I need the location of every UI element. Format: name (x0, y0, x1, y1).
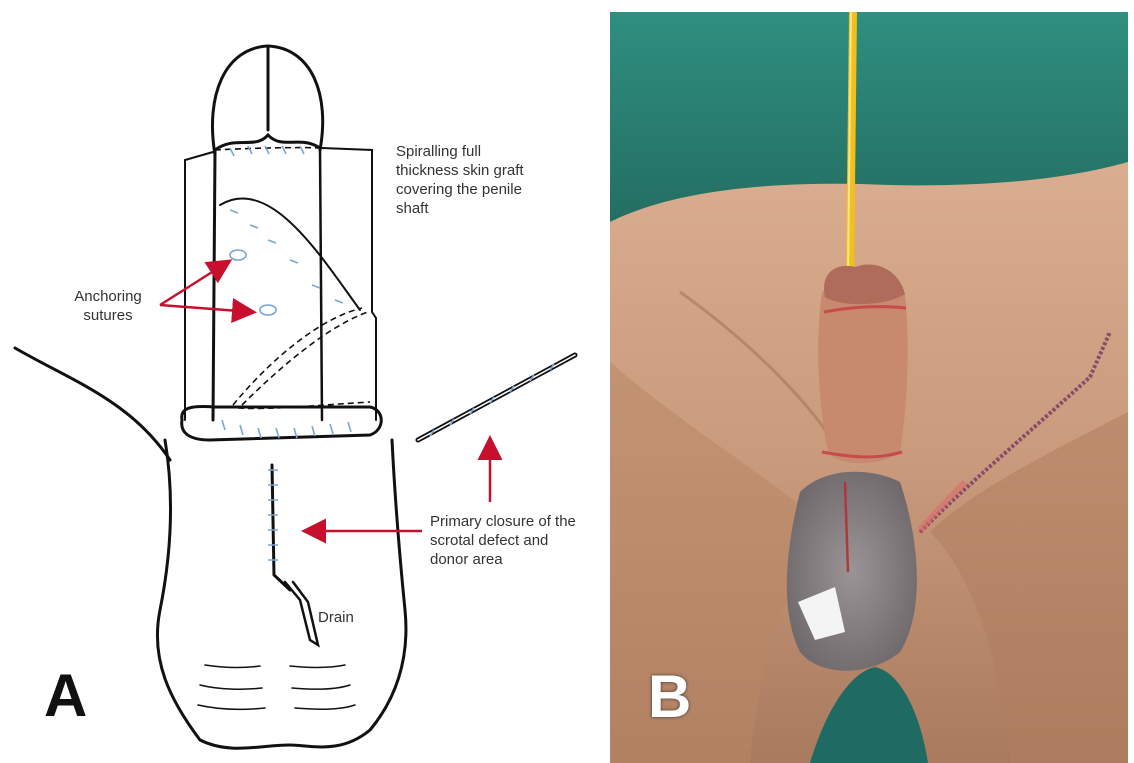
scrotal-folds-right (290, 665, 355, 709)
schematic-drawing: Spiralling full thickness skin graft cov… (0, 0, 592, 763)
scrotum (787, 472, 917, 671)
label-anchoring-sutures: Anchoring sutures (58, 287, 158, 325)
anchoring-suture-2 (260, 305, 276, 315)
shaft-right (320, 148, 322, 420)
scrotal-folds-left (198, 665, 265, 709)
shaft-left (213, 150, 215, 420)
schematic-svg (0, 0, 592, 763)
scrotum-right (290, 440, 406, 747)
graft-flap-right (322, 148, 376, 420)
annotation-arrows (160, 262, 490, 531)
panel-letter-a: A (44, 666, 87, 726)
scrotum-left (157, 440, 290, 748)
scrotal-raphe (272, 465, 290, 590)
arrow-anchor-2 (160, 305, 252, 312)
spiral-seam (220, 198, 360, 310)
clinical-photo: B (610, 12, 1128, 763)
anchoring-suture-1 (230, 250, 246, 260)
label-graft: Spiralling full thickness skin graft cov… (396, 142, 546, 218)
dashed-tunnels (215, 148, 370, 409)
label-primary-closure: Primary closure of the scrotal defect an… (430, 512, 580, 569)
photo-svg (610, 12, 1128, 763)
arrow-anchor-1 (160, 262, 228, 305)
left-skin-contour (15, 348, 170, 460)
label-drain: Drain (318, 608, 354, 627)
panel-letter-b: B (648, 667, 691, 727)
